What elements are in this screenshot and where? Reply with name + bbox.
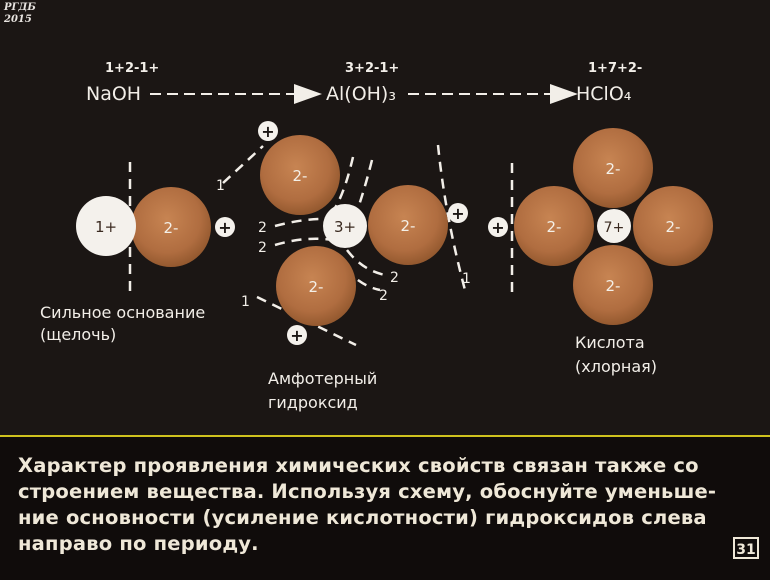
proton — [287, 325, 307, 345]
caption-line: строением вещества. Используя схему, обо… — [18, 480, 717, 503]
oxygen-ion-charge: 2- — [547, 218, 562, 236]
caption-band — [0, 437, 770, 580]
proton-sign: + — [218, 218, 231, 237]
acid-label-line1: Кислота — [575, 333, 645, 352]
sodium-cation — [76, 196, 136, 256]
hclo4-charges: 1+7+2- — [588, 61, 642, 76]
bond-label: 1 — [462, 271, 471, 287]
proton-sign: + — [491, 218, 504, 237]
labels: Сильное основание (щелочь) Амфотерный ги… — [40, 303, 657, 412]
sodium-cation-charge: 1+ — [95, 218, 117, 236]
bond-label: 2 — [258, 240, 267, 256]
oxygen-ion-charge: 2- — [606, 277, 621, 295]
oxygen-ion — [368, 185, 448, 265]
amph-label-line2: гидроксид — [268, 393, 358, 412]
watermark-stamp: РГДБ 2015 — [4, 2, 36, 26]
naoh-charges: 1+2-1+ — [105, 61, 159, 76]
aloh3-charges: 3+2-1+ — [345, 61, 399, 76]
caption-line: направо по периоду. — [18, 532, 259, 555]
oxygen-ion — [573, 128, 653, 208]
naoh-formula: NaOH — [86, 83, 141, 105]
oxygen-ion-charge: 2- — [666, 218, 681, 236]
proton — [258, 121, 278, 141]
oxygen-ion — [633, 186, 713, 266]
caption-line: ние основности (усиление кислотности) ги… — [18, 506, 707, 529]
dissociation-line — [348, 159, 374, 231]
slide-number: 31 — [733, 537, 759, 559]
oxygen-ion — [131, 187, 211, 267]
base-label-line1: Сильное основание — [40, 303, 205, 322]
oxygen-ion-charge: 2- — [164, 219, 179, 237]
aloh3-structure: 2- 2- 2- 3+ + + + 1 2 2 2 2 1 1 — [216, 121, 471, 347]
caption-line: Характер проявления химических свойств с… — [18, 454, 699, 477]
proton-sign: + — [261, 122, 274, 141]
oxygen-ion — [260, 135, 340, 215]
acid-label-line2: (хлорная) — [575, 357, 657, 376]
formula-row: 1+2-1+ NaOH 3+2-1+ Al(OH)₃ 1+7+2- HClO₄ — [86, 61, 642, 105]
dissociation-line — [222, 145, 264, 184]
watermark-line2: 2015 — [4, 14, 32, 25]
amph-label-line1: Амфотерный — [268, 369, 377, 388]
hclo4-structure: 2- 2- 2- 2- 7+ + — [488, 128, 713, 325]
oxygen-ion — [276, 246, 356, 326]
oxygen-ion — [514, 186, 594, 266]
oxygen-ion-charge: 2- — [401, 217, 416, 235]
chlorine-cation — [597, 209, 631, 243]
bond-label: 2 — [379, 288, 388, 304]
oxygen-ion — [573, 245, 653, 325]
bond-label: 2 — [390, 270, 399, 286]
bond-label: 1 — [216, 178, 225, 194]
proton — [488, 217, 508, 237]
proton — [215, 217, 235, 237]
dissociation-line — [274, 237, 334, 247]
aluminium-cation-charge: 3+ — [334, 218, 356, 236]
base-label-line2: (щелочь) — [40, 325, 116, 344]
proton-sign: + — [290, 326, 303, 345]
bond-label: 1 — [241, 294, 250, 310]
caption-text: Характер проявления химических свойств с… — [18, 453, 756, 557]
aluminium-cation — [323, 204, 367, 248]
proton-sign: + — [451, 204, 464, 223]
proton — [448, 203, 468, 223]
naoh-structure: 2- 1+ + — [76, 162, 235, 292]
oxygen-ion-charge: 2- — [293, 167, 308, 185]
dissociation-line — [274, 217, 331, 228]
dissociation-line — [346, 249, 386, 277]
watermark-line1: РГДБ — [4, 2, 36, 13]
chlorine-cation-charge: 7+ — [604, 220, 625, 236]
oxygen-ion-charge: 2- — [606, 160, 621, 178]
oxygen-ion-charge: 2- — [309, 278, 324, 296]
hclo4-formula: HClO₄ — [576, 83, 632, 105]
dissociation-line — [436, 144, 467, 291]
bond-label: 2 — [258, 220, 267, 236]
aloh3-formula: Al(OH)₃ — [326, 83, 396, 105]
